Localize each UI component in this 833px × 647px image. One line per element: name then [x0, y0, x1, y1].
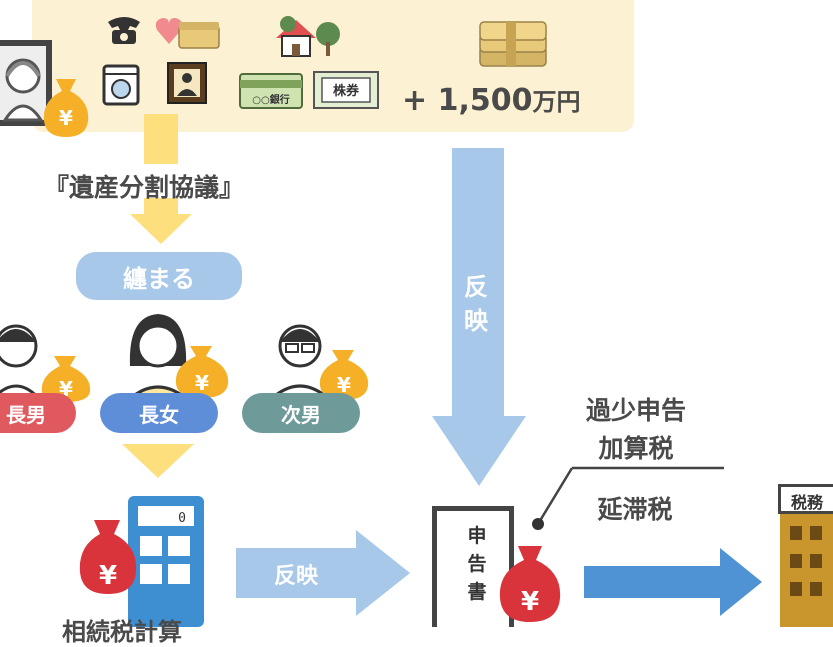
- tax-return-label: 申告書: [467, 525, 487, 603]
- submit-right-arrow: [584, 548, 762, 616]
- eldest-son-avatar-icon: ¥: [0, 324, 91, 402]
- cash-heart-icon: [155, 18, 220, 49]
- tax-office-sign: 税務: [778, 484, 833, 514]
- tax-return-document: [432, 506, 514, 627]
- svg-text:¥: ¥: [195, 371, 209, 395]
- stock-certificate-icon: 株券: [313, 71, 379, 109]
- cash-stack-icon: [479, 21, 547, 67]
- house-trees-icon: [276, 16, 340, 57]
- heir-label-eldest-daughter: 長女: [100, 393, 218, 433]
- stock-certificate-label: 株券: [333, 83, 360, 99]
- underreporting-penalty-tax: 過少申告加算税: [585, 396, 686, 463]
- reflect-label-horizontal: 反映: [274, 564, 319, 589]
- calculator-display-value: 0: [178, 511, 186, 526]
- yellow-down-arrow-2: [122, 444, 194, 478]
- washing-machine-icon: [102, 64, 140, 106]
- delinquency-tax: 延滞税: [597, 495, 673, 524]
- additional-asset-amount: + 1,500万円: [402, 83, 581, 118]
- agreement-status-pill: 纏まる: [76, 252, 242, 300]
- yellow-down-arrow: [130, 114, 192, 244]
- reflect-right-arrow: [236, 530, 410, 616]
- division-agreement-title: 『遺産分割協議』: [44, 173, 245, 202]
- heir-label-second-son: 次男: [242, 393, 360, 433]
- eldest-daughter-avatar-icon: ¥: [123, 314, 229, 402]
- heir-label-eldest-son: 長男: [0, 393, 76, 433]
- bank-book-label: ○○銀行: [252, 93, 289, 106]
- svg-text:¥: ¥: [521, 587, 539, 617]
- svg-text:¥: ¥: [59, 106, 73, 130]
- svg-text:¥: ¥: [337, 373, 351, 397]
- tax-calculation-caption: 相続税計算: [62, 618, 182, 646]
- portrait-frame-icon: [167, 62, 207, 104]
- svg-text:¥: ¥: [99, 561, 117, 591]
- telephone-icon: [108, 17, 140, 44]
- penalty-pointer-line: [532, 466, 724, 530]
- reflect-down-arrow: [432, 148, 526, 486]
- deceased-portrait-icon: [0, 40, 52, 126]
- second-son-avatar-icon: ¥: [265, 324, 369, 402]
- tax-office-building-icon: [780, 514, 833, 627]
- bank-book-icon: ○○銀行: [239, 73, 303, 109]
- calculator-icon: 0 ¥: [79, 496, 204, 627]
- money-bag-orange-icon: ¥: [43, 79, 89, 137]
- reflect-label-vertical: 反映: [464, 273, 488, 335]
- money-bag-red-icon: ¥: [499, 546, 561, 622]
